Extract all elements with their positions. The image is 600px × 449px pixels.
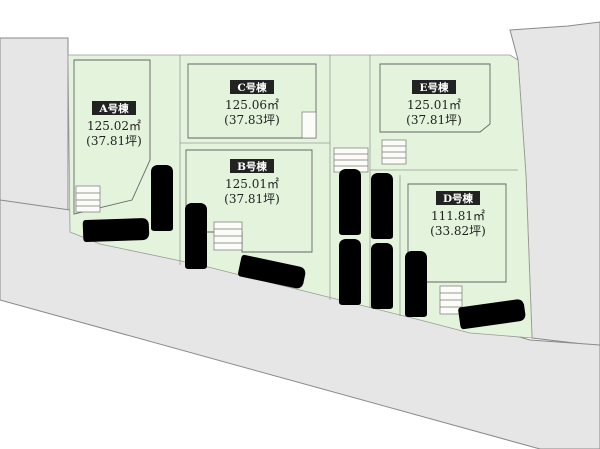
car-icon [405,251,427,317]
svg-text:D号棟: D号棟 [443,192,474,205]
svg-text:E号棟: E号棟 [419,81,449,94]
car-icon [339,239,361,305]
car-icon [371,243,393,309]
entry-steps-a [75,185,101,213]
lot-a-area: 125.02㎡ [87,119,141,133]
lot-d-area: 111.81㎡ [431,209,485,223]
car-icon [82,217,150,243]
lot-d-tsubo: (33.82坪) [430,224,486,238]
house-a-footprint [73,59,151,215]
house-d-footprint [407,183,507,283]
lot-c-tsubo: (37.83坪) [224,113,280,127]
svg-text:B号棟: B号棟 [237,160,267,173]
left-road [0,37,69,219]
lot-b-area: 125.01㎡ [225,177,279,191]
car-icon [339,169,361,235]
lot-b-tsubo: (37.81坪) [224,192,280,206]
car-icon [151,165,173,231]
lot-c-label: C号棟 125.06㎡ (37.83坪) [224,80,280,127]
svg-text:C号棟: C号棟 [237,81,267,94]
lot-e-tsubo: (37.81坪) [406,113,462,127]
lot-e-area: 125.01㎡ [407,98,461,112]
lot-e-label: E号棟 125.01㎡ (37.81坪) [406,80,462,127]
lot-a-label: A号棟 125.02㎡ (37.81坪) [86,101,142,148]
entry-steps-c [301,111,317,139]
lot-e-tag: E号棟 [412,80,456,94]
lot-d-tag: D号棟 [436,191,480,205]
car-icon [371,173,393,239]
entry-steps-d [439,285,463,315]
entry-steps-b [213,221,243,251]
lot-a-tag: A号棟 [92,101,136,115]
lot-a-tsubo: (37.81坪) [86,134,142,148]
house-e-footprint [379,63,491,133]
entry-steps-bc-shared [333,147,369,173]
car-icon [185,203,207,269]
lot-b-tag: B号棟 [230,159,274,173]
lot-d-label: D号棟 111.81㎡ (33.82坪) [430,191,486,238]
lot-c-tag: C号棟 [230,80,274,94]
svg-text:A号棟: A号棟 [98,102,129,115]
lot-b-label: B号棟 125.01㎡ (37.81坪) [224,159,280,206]
lot-c-area: 125.06㎡ [225,98,279,112]
entry-steps-e [381,139,407,165]
